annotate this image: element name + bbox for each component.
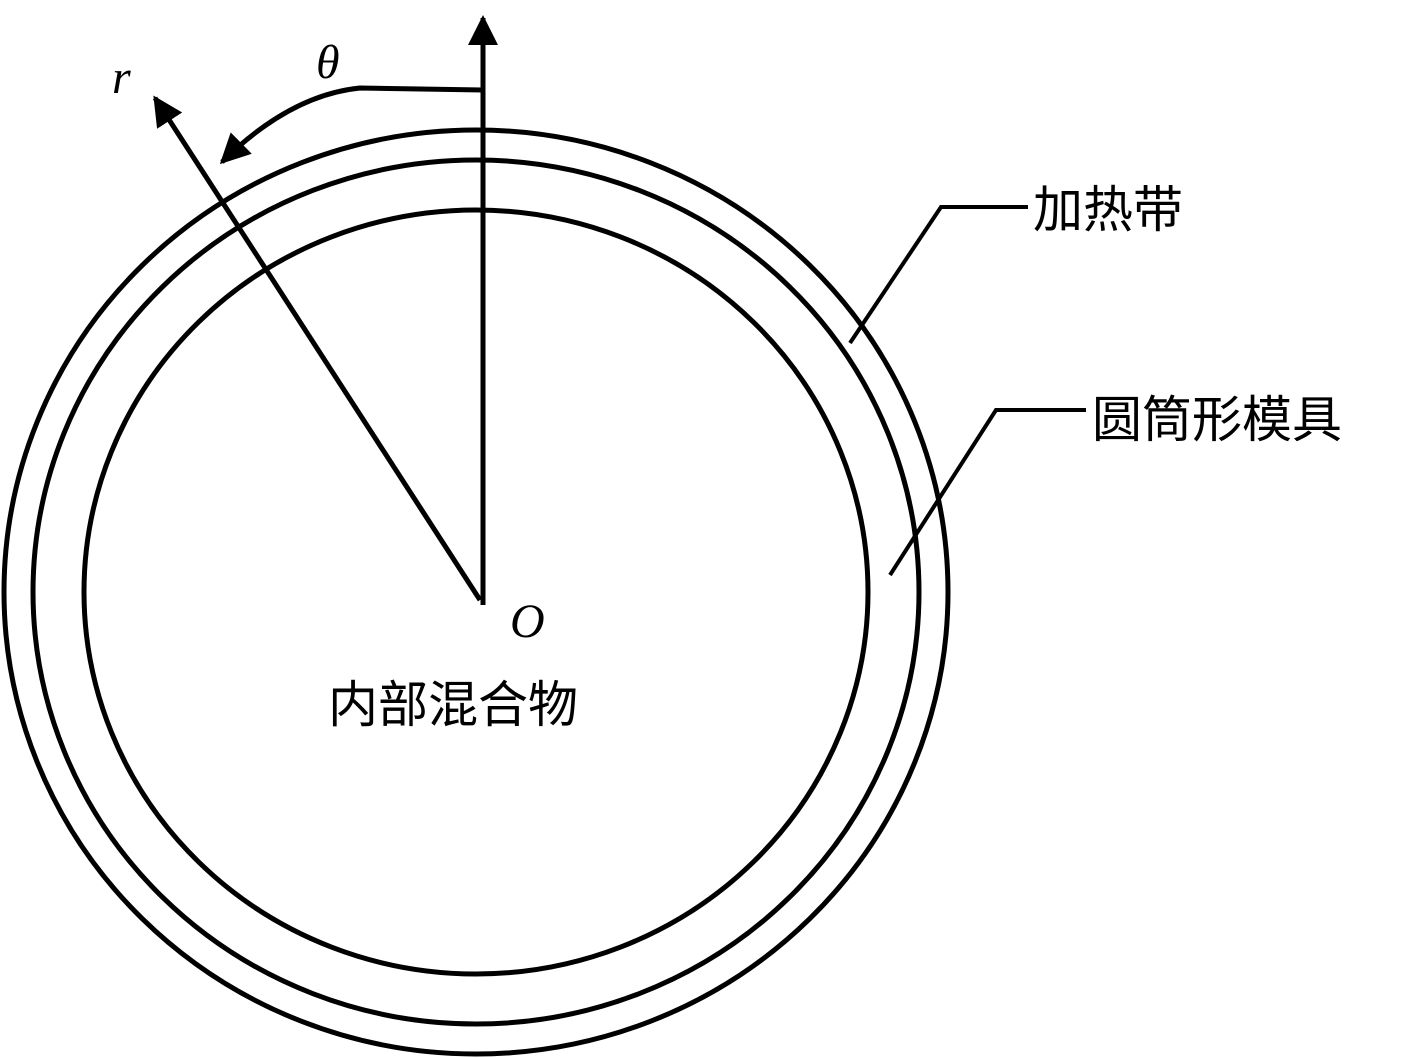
cylindrical-mold-leader-line — [888, 408, 1086, 577]
cylindrical-mold-label: 圆筒形模具 — [1092, 391, 1342, 449]
inner-mixture-label: 内部混合物 — [328, 676, 578, 734]
radial-axis-label: r — [112, 51, 131, 104]
inner-mixture-ring — [81, 207, 871, 977]
theta-arc-arrow — [219, 85, 484, 165]
origin-label: O — [510, 595, 545, 648]
radial-axis-line — [152, 95, 483, 602]
angle-axis-label: θ — [316, 36, 340, 89]
cylindrical-mold-ring — [30, 157, 922, 1027]
heating-band-leader-line — [848, 205, 1028, 345]
heating-band-outer-ring — [1, 127, 951, 1057]
heating-band-label: 加热带 — [1033, 181, 1183, 239]
